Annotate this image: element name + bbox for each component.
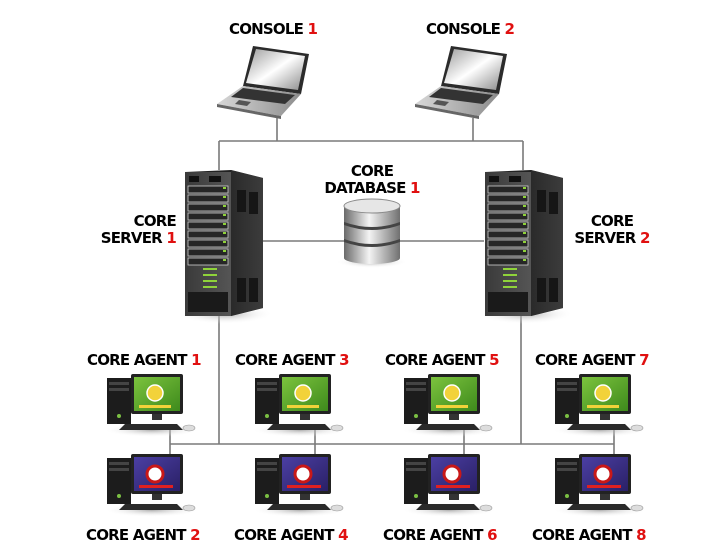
agent-number: 4 xyxy=(338,526,348,544)
desktop-computer-icon[interactable] xyxy=(394,452,504,522)
database-label-line2: DATABASE xyxy=(324,179,406,197)
agent-label-text: CORE AGENT xyxy=(235,351,336,369)
agent-number: 7 xyxy=(639,351,649,369)
agent-label-text: CORE AGENT xyxy=(385,351,486,369)
console-number: 1 xyxy=(307,20,318,38)
desktop-computer-icon[interactable] xyxy=(545,452,655,522)
agent-4-label: CORE AGENT 4 xyxy=(234,526,349,544)
server-rack-icon[interactable] xyxy=(475,166,575,326)
server-2-label: CORE SERVER 2 xyxy=(567,213,657,247)
agent-6-label: CORE AGENT 6 xyxy=(383,526,498,544)
desktop-computer-icon[interactable] xyxy=(545,372,655,442)
agent-1-label: CORE AGENT 1 xyxy=(87,351,202,369)
server-number: 2 xyxy=(640,229,650,247)
agent-7-label: CORE AGENT 7 xyxy=(535,351,650,369)
server-label-line1: CORE xyxy=(590,212,634,230)
laptop-icon[interactable] xyxy=(213,42,313,122)
desktop-computer-icon[interactable] xyxy=(97,452,207,522)
desktop-computer-icon[interactable] xyxy=(245,452,355,522)
server-number: 1 xyxy=(166,229,176,247)
agent-number: 2 xyxy=(190,526,200,544)
server-label-line1: CORE xyxy=(133,212,177,230)
console-label-text: CONSOLE xyxy=(229,20,304,38)
agent-number: 1 xyxy=(191,351,201,369)
agent-label-text: CORE AGENT xyxy=(535,351,636,369)
server-rack-icon[interactable] xyxy=(175,166,275,326)
agent-label-text: CORE AGENT xyxy=(234,526,335,544)
console-2-label: CONSOLE 2 xyxy=(426,20,515,38)
database-label-line1: CORE xyxy=(350,162,394,180)
agent-number: 3 xyxy=(339,351,349,369)
agent-2-label: CORE AGENT 2 xyxy=(86,526,201,544)
database-label: CORE DATABASE 1 xyxy=(318,163,426,197)
console-label-text: CONSOLE xyxy=(426,20,501,38)
laptop-icon[interactable] xyxy=(411,42,511,122)
agent-label-text: CORE AGENT xyxy=(86,526,187,544)
agent-number: 5 xyxy=(489,351,499,369)
server-label-line2: SERVER xyxy=(574,229,636,247)
agent-label-text: CORE AGENT xyxy=(532,526,633,544)
desktop-computer-icon[interactable] xyxy=(394,372,504,442)
agent-5-label: CORE AGENT 5 xyxy=(385,351,500,369)
agent-number: 6 xyxy=(487,526,497,544)
server-label-line2: SERVER xyxy=(100,229,163,247)
database-icon[interactable] xyxy=(332,198,412,270)
database-number: 1 xyxy=(410,179,420,197)
server-1-label: CORE SERVER 1 xyxy=(96,212,177,247)
agent-number: 8 xyxy=(636,526,646,544)
desktop-computer-icon[interactable] xyxy=(245,372,355,442)
agent-label-text: CORE AGENT xyxy=(87,351,188,369)
agent-3-label: CORE AGENT 3 xyxy=(235,351,350,369)
desktop-computer-icon[interactable] xyxy=(97,372,207,442)
console-1-label: CONSOLE 1 xyxy=(229,20,318,38)
agent-8-label: CORE AGENT 8 xyxy=(532,526,647,544)
console-number: 2 xyxy=(504,20,515,38)
agent-label-text: CORE AGENT xyxy=(383,526,484,544)
